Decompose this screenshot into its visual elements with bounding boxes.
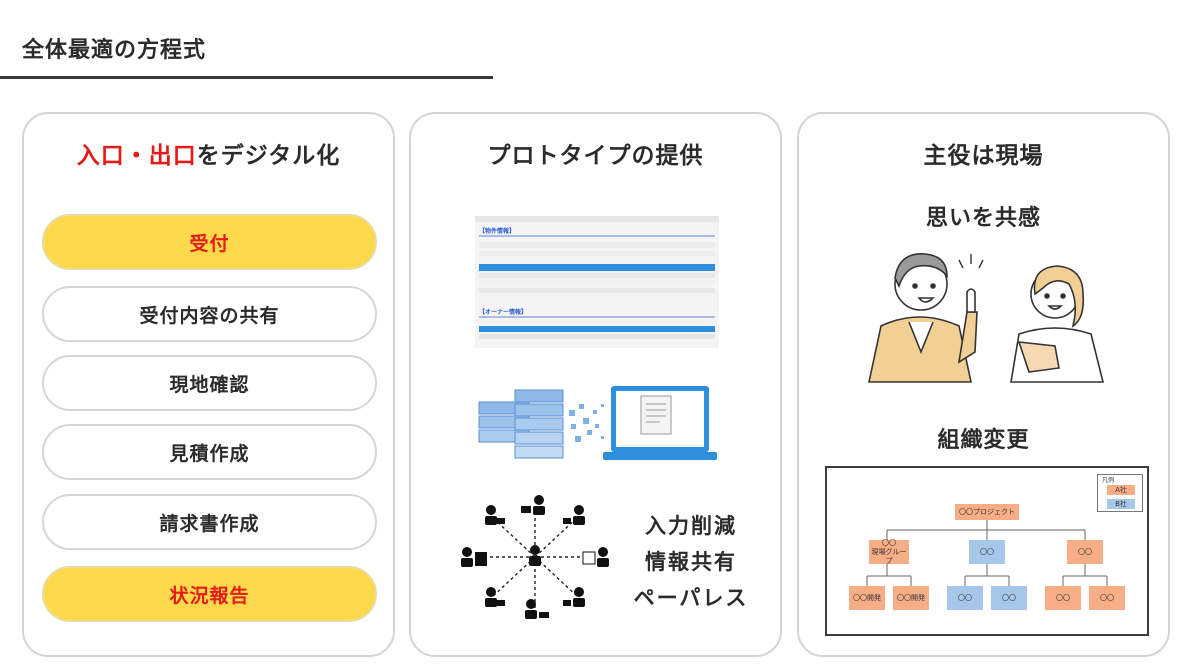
panel-heading-prototype: プロトタイプの提供 xyxy=(487,143,704,169)
org-node-group: 〇〇 xyxy=(969,540,1005,564)
legend-company-a: A社 xyxy=(1107,485,1135,495)
legend-company-b: B社 xyxy=(1107,499,1135,509)
person-icon xyxy=(485,587,505,607)
org-legend: 凡例 A社 B社 xyxy=(1097,474,1143,512)
org-node-root: 〇〇プロジェクト xyxy=(955,504,1019,520)
panel-prototype: プロトタイプの提供 【物件情報】 【オーナー情報】 xyxy=(409,112,782,657)
benefit-paperless: ペーパレス xyxy=(633,586,749,610)
subheading-org-change: 組織変更 xyxy=(937,428,1030,453)
step-invoice: 請求書作成 xyxy=(42,494,377,550)
heading-highlight: 入口・出口 xyxy=(76,143,197,169)
step-reception: 受付 xyxy=(42,214,377,270)
person-icon xyxy=(521,495,545,515)
title-underline xyxy=(0,76,493,79)
server-icon xyxy=(478,389,564,459)
heading-rest: をデジタル化 xyxy=(196,143,341,169)
org-chart: 凡例 A社 B社 〇〇プロジェクト 〇〇 現場グループ 〇〇 〇〇 〇〇開発 〇… xyxy=(825,466,1149,636)
benefit-info-sharing: 情報共有 xyxy=(645,550,737,574)
step-status-report: 状況報告 xyxy=(42,566,377,622)
org-node-leaf: 〇〇 xyxy=(1045,586,1081,610)
org-node-leaf: 〇〇 xyxy=(1089,586,1125,610)
org-node-leaf: 〇〇開発 xyxy=(849,586,885,610)
person-icon xyxy=(485,505,505,525)
step-site-check: 現地確認 xyxy=(42,355,377,411)
org-node-leaf: 〇〇 xyxy=(991,586,1027,610)
page-title: 全体最適の方程式 xyxy=(22,38,207,63)
benefit-input-reduction: 入力削減 xyxy=(645,514,737,538)
laptop-icon xyxy=(603,386,717,460)
screenshot-section-property: 【物件情報】 xyxy=(479,227,515,235)
step-estimate: 見積作成 xyxy=(42,424,377,480)
person-icon xyxy=(563,587,585,607)
person-icon xyxy=(582,547,609,567)
screenshot-section-owner: 【オーナー情報】 xyxy=(479,308,527,316)
panel-heading-digitalize: 入口・出口をデジタル化 xyxy=(24,136,393,170)
person-icon xyxy=(525,599,549,619)
org-node-group: 〇〇 現場グループ xyxy=(869,539,909,565)
network-people-illustration xyxy=(461,495,609,619)
person-icon xyxy=(563,505,585,525)
person-icon-center xyxy=(529,545,541,566)
person-icon xyxy=(461,547,487,567)
org-node-leaf: 〇〇開発 xyxy=(893,586,929,610)
man-figure xyxy=(868,253,978,383)
subheading-empathy: 思いを共感 xyxy=(925,206,1041,231)
panel-digitalize: 入口・出口をデジタル化 受付 受付内容の共有 現地確認 見積作成 請求書作成 状… xyxy=(22,112,395,657)
step-share-reception: 受付内容の共有 xyxy=(42,286,377,342)
woman-figure xyxy=(1010,265,1105,383)
panel-field-focus: 主役は現場 思いを共感 xyxy=(797,112,1170,657)
prototype-screenshot: 【物件情報】 【オーナー情報】 xyxy=(475,216,719,348)
org-node-group: 〇〇 xyxy=(1067,540,1103,564)
people-empathy-illustration xyxy=(868,253,1105,383)
panel-heading-field: 主役は現場 xyxy=(923,143,1044,169)
org-node-leaf: 〇〇 xyxy=(947,586,983,610)
data-migration-illustration xyxy=(478,386,717,460)
org-chart-lines xyxy=(866,520,1108,586)
legend-title: 凡例 xyxy=(1102,477,1115,484)
